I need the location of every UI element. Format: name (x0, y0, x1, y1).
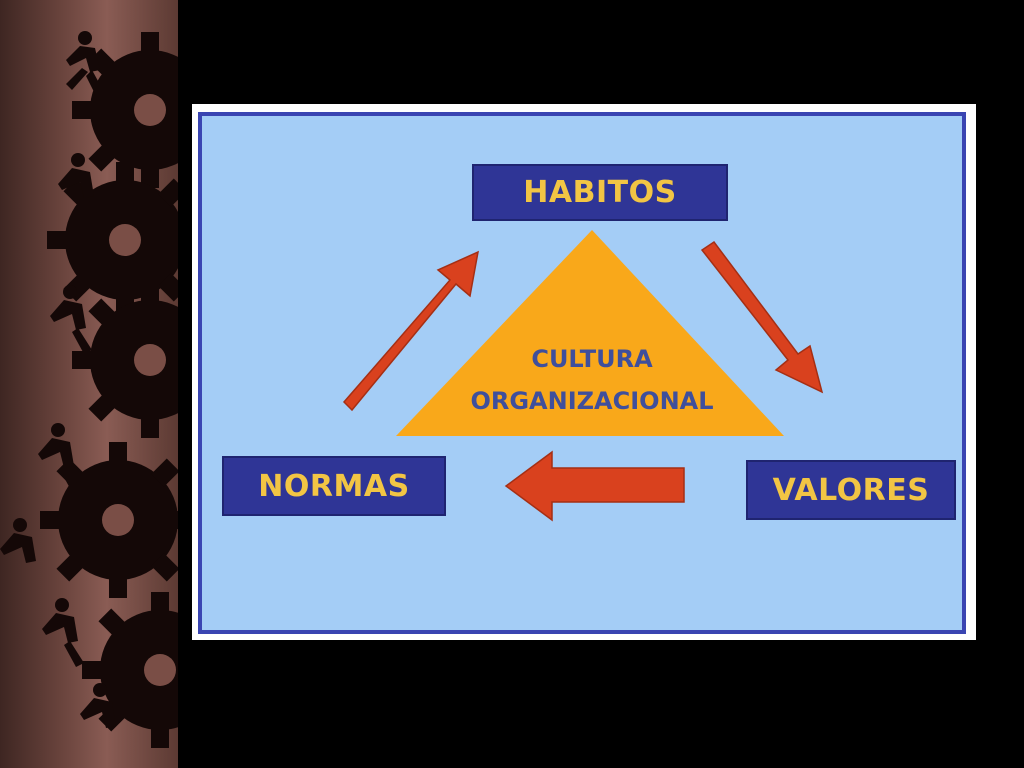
valores-box: VALORES (746, 460, 956, 520)
arrow-down-right-icon (700, 240, 824, 394)
runner-silhouette-icon (0, 31, 116, 728)
gear-icon (82, 592, 178, 748)
habitos-box: HABITOS (472, 164, 728, 221)
gears-runners-illustration (0, 31, 178, 748)
center-triangle (396, 230, 784, 436)
center-label-line1: CULTURA (531, 345, 653, 373)
valores-label: VALORES (772, 472, 930, 508)
decorative-side-panel (0, 0, 178, 768)
slide-frame: HABITOS NORMAS VALORES CULTURA ORGANIZAC… (192, 104, 976, 640)
arrow-up-right-icon (342, 250, 479, 412)
diagram-canvas: HABITOS NORMAS VALORES CULTURA ORGANIZAC… (198, 112, 966, 634)
center-label-line2: ORGANIZACIONAL (470, 387, 714, 415)
habitos-label: HABITOS (523, 175, 677, 210)
normas-box: NORMAS (222, 456, 446, 516)
normas-label: NORMAS (258, 468, 410, 504)
diagram-shapes (342, 230, 824, 522)
gear-icon (40, 442, 178, 598)
arrow-left-icon (504, 450, 685, 522)
